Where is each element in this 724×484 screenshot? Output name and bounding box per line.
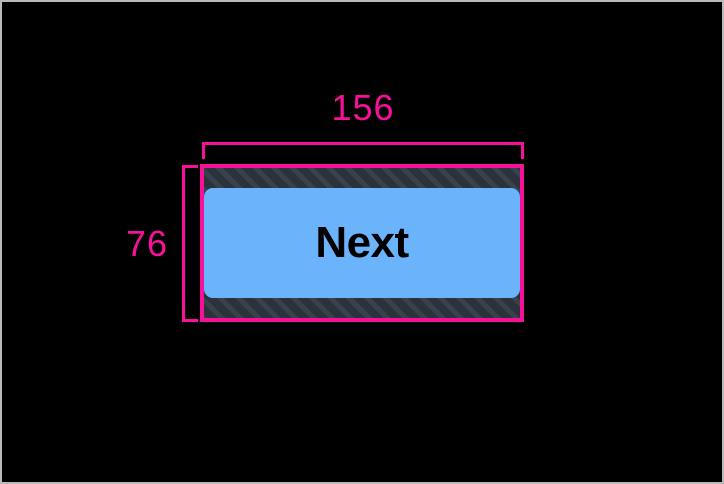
width-dimension-label: 156 xyxy=(331,87,395,128)
width-dimension-bracket xyxy=(202,142,524,159)
height-dimension-bracket xyxy=(182,165,198,322)
next-button[interactable]: Next xyxy=(204,188,520,298)
next-button-label: Next xyxy=(315,218,409,267)
height-dimension-label: 76 xyxy=(125,223,168,264)
